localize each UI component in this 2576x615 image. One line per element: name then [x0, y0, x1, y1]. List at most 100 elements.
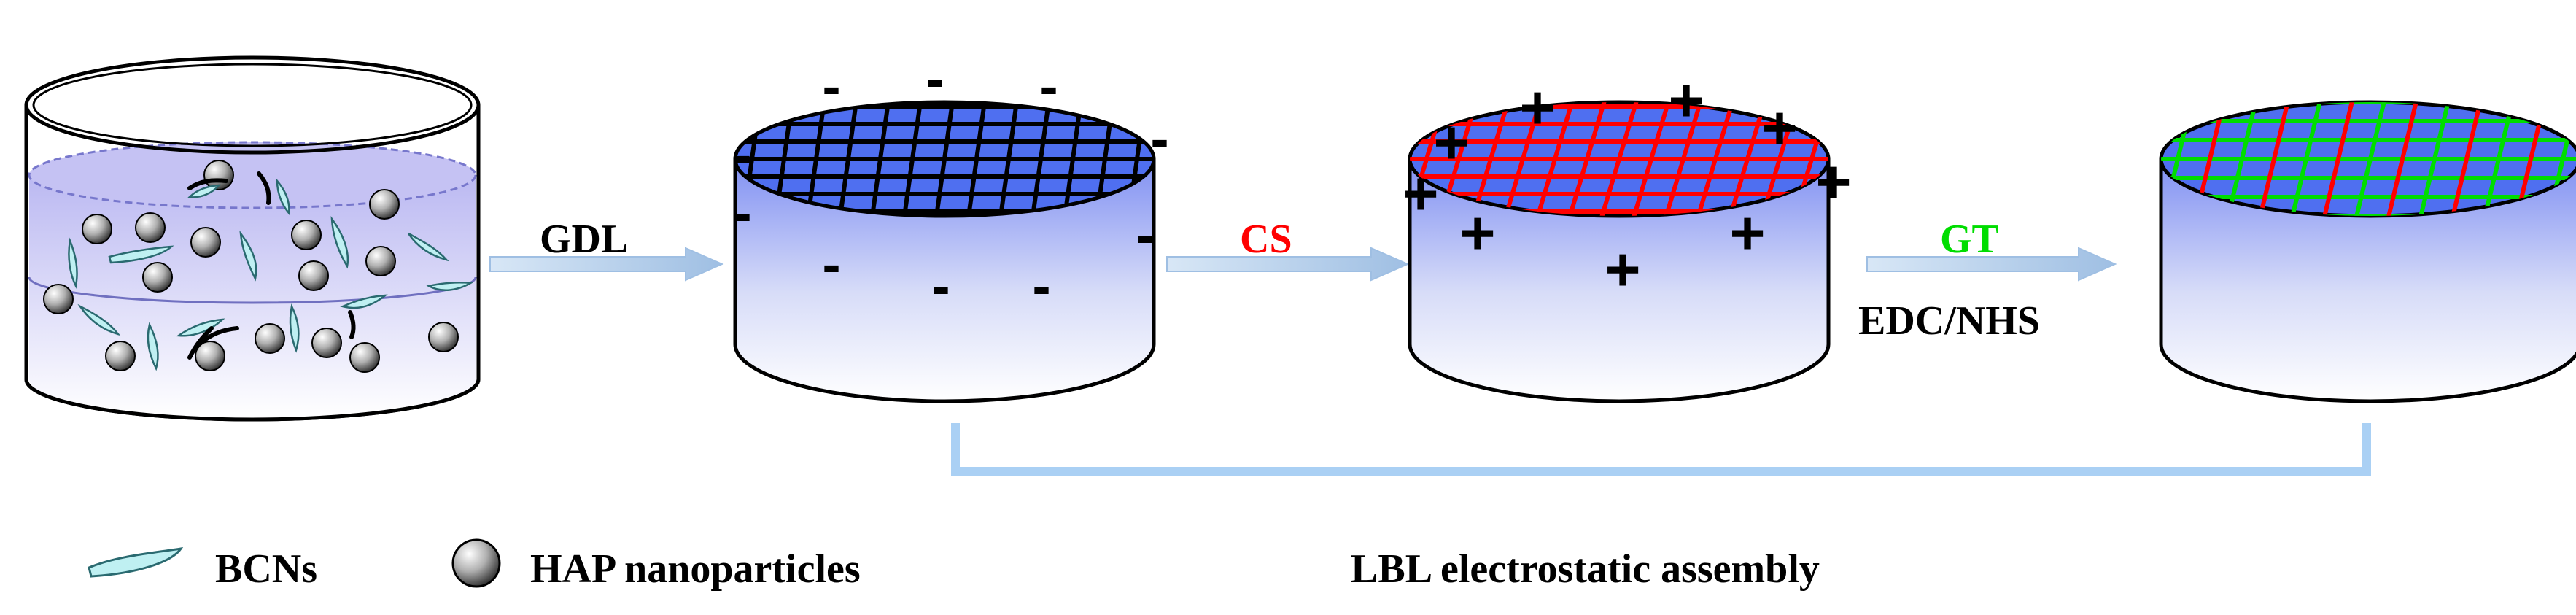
bracket-label: LBL electrostatic assembly — [1351, 546, 1820, 592]
bcn-fiber-icon — [88, 546, 184, 578]
beaker — [24, 55, 481, 422]
bcn-fiber — [68, 237, 78, 289]
mesh-line — [2319, 102, 2358, 216]
mesh-line — [1287, 86, 1308, 232]
positive-charge: + — [1605, 235, 1640, 303]
hap-nanoparticle — [43, 284, 74, 314]
mesh-line — [1918, 86, 1962, 232]
mesh-line — [1982, 86, 2026, 232]
positive-charge: + — [1761, 93, 1797, 162]
bcn-fiber — [330, 216, 349, 269]
mesh-line — [517, 86, 538, 232]
hap-nanoparticle — [105, 341, 136, 371]
mesh-line — [1595, 102, 1643, 216]
hap-nanoparticle — [365, 246, 396, 276]
arrow-gdl — [489, 247, 724, 282]
mesh-line — [1904, 86, 1939, 232]
hap-nanoparticle — [428, 322, 459, 352]
bcn-fiber — [176, 318, 225, 337]
negative-charge: - — [1032, 255, 1050, 317]
arrow-label-edc-nhs: EDC/NHS — [1858, 298, 2040, 344]
mesh-line — [1223, 86, 1244, 232]
negative-charge: - — [733, 182, 751, 244]
mesh-line — [2254, 102, 2294, 216]
mesh-line — [2047, 86, 2090, 232]
mesh-line — [2286, 102, 2326, 216]
mesh-line — [645, 86, 666, 232]
arrow-label-gt: GT — [1940, 217, 1999, 262]
mesh-line — [2000, 86, 2035, 232]
bcn-fiber — [407, 232, 449, 262]
mesh-line — [1308, 86, 1352, 232]
hap-nanoparticle — [135, 212, 166, 243]
positive-charge: + — [1433, 108, 1469, 177]
mesh-line — [1950, 86, 1994, 232]
hap-nanoparticle — [190, 227, 221, 258]
mesh-line — [1968, 86, 2003, 232]
mesh-line — [1255, 86, 1276, 232]
bcn-fiber — [77, 303, 121, 336]
bcn-fiber — [340, 294, 388, 309]
bcn-fiber — [289, 303, 300, 353]
arrow-label-gdl: GDL — [540, 217, 629, 262]
bcn-fiber — [426, 281, 473, 292]
scaffold-gdl: ---------- — [517, 48, 1404, 403]
negative-charge: - — [1150, 108, 1168, 170]
mesh-line — [1531, 102, 1579, 216]
positive-charge: + — [1403, 159, 1438, 228]
positive-charge: + — [1459, 198, 1495, 267]
mesh-line — [1276, 86, 1320, 232]
mesh-line — [2032, 86, 2067, 232]
mesh-line — [1351, 86, 1372, 232]
bcn-fiber — [239, 230, 257, 282]
negative-charge: - — [1039, 55, 1058, 117]
arrow-label-cs: CS — [1240, 217, 1292, 262]
hap-nanoparticle — [369, 189, 400, 220]
mesh-line — [1659, 102, 1707, 216]
beaker-contents — [43, 160, 473, 373]
arrow-gt — [1866, 247, 2117, 282]
mesh-line — [710, 86, 730, 232]
negative-charges: ---------- — [733, 48, 1168, 317]
bcn-fiber — [187, 184, 221, 198]
negative-charge: - — [733, 124, 751, 186]
positive-charge: + — [1519, 73, 1555, 142]
scaffold-cs: +++++++++ — [1180, 66, 2090, 403]
mesh-line — [1563, 102, 1611, 216]
bcn-fiber-dark — [187, 326, 214, 360]
mesh-line — [549, 86, 570, 232]
bcn-fiber — [108, 245, 174, 264]
mesh-line — [2096, 86, 2131, 232]
hap-nanoparticle — [291, 220, 322, 250]
negative-charge: - — [926, 48, 944, 110]
mesh-line — [1384, 86, 1404, 232]
bcn-fiber-dark — [187, 178, 228, 190]
mesh-line — [2415, 102, 2454, 216]
lbl-bracket — [951, 423, 2371, 476]
positive-charge: + — [1729, 198, 1765, 267]
legend-bcn-label: BCNs — [215, 546, 318, 592]
mesh-line — [996, 102, 1021, 216]
mesh-line — [1341, 86, 1384, 232]
mesh-line — [932, 102, 957, 216]
mesh-line — [964, 102, 989, 216]
mesh-line — [900, 102, 925, 216]
hap-nanoparticle — [255, 323, 285, 354]
hap-nanoparticle — [142, 262, 173, 293]
arrow-cs — [1166, 247, 1410, 282]
mesh-line — [1244, 86, 1288, 232]
bcn-fiber — [276, 178, 290, 215]
hap-sphere-icon — [451, 538, 501, 588]
mesh-line — [581, 86, 602, 232]
mesh-line — [1180, 86, 1224, 232]
mesh-line — [1191, 86, 1211, 232]
positive-charges: +++++++++ — [1403, 66, 1851, 303]
positive-charge: + — [1668, 66, 1704, 134]
mesh-line — [2351, 102, 2390, 216]
mesh-line — [1886, 86, 1930, 232]
hap-nanoparticle — [82, 214, 112, 244]
bcn-fiber-dark — [348, 310, 356, 339]
hap-nanoparticle — [311, 328, 342, 358]
